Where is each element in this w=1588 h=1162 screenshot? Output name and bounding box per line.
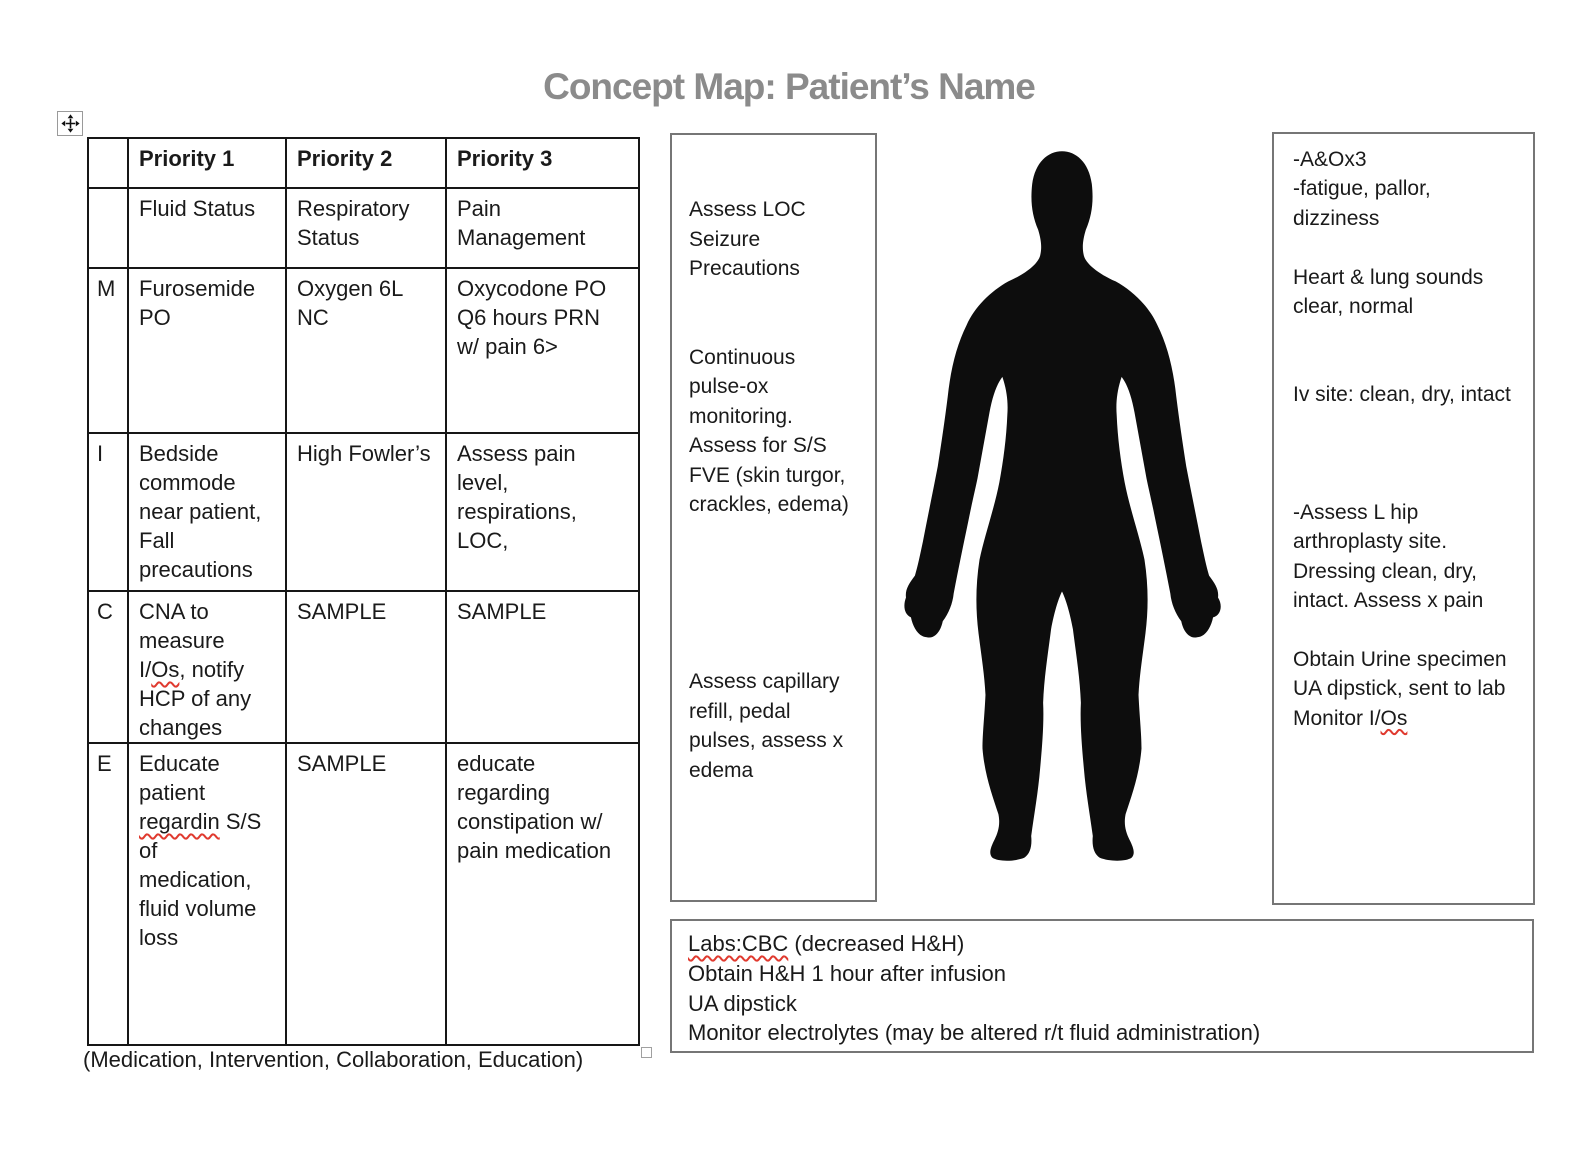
row-label-cell-m[interactable]: M	[87, 267, 129, 434]
cell-collaboration-p3[interactable]: SAMPLE	[445, 590, 640, 744]
header-cell-blank[interactable]	[87, 137, 129, 189]
cell-text: CNA to measure I/	[139, 599, 225, 682]
row-label-cell-c[interactable]: C	[87, 590, 129, 744]
assessment-textbox-left[interactable]: Assess LOC Seizure Precautions Continuou…	[670, 133, 877, 902]
human-body-silhouette[interactable]	[903, 148, 1221, 868]
header-cell-priority-1[interactable]: Priority 1	[127, 137, 287, 189]
cell-focus-p3[interactable]: Pain Management	[445, 187, 640, 269]
row-label-cell-e[interactable]: E	[87, 742, 129, 1046]
table-move-handle[interactable]	[57, 111, 83, 136]
assessment-left-text: Assess LOC Seizure Precautions Continuou…	[689, 198, 849, 782]
cell-text: , notify HCP of any changes	[139, 657, 252, 740]
cell-intervention-p2[interactable]: High Fowler’s	[285, 432, 447, 592]
misspelled-word: Labs:CBC	[688, 931, 789, 956]
labs-text: Labs:CBC (decreased H&H) Obtain H&H 1 ho…	[688, 929, 1522, 1048]
table-row-collaboration: C CNA to measure I/Os, notify HCP of any…	[87, 590, 640, 744]
row-label-cell[interactable]	[87, 187, 129, 269]
cell-collaboration-p2[interactable]: SAMPLE	[285, 590, 447, 744]
row-label-cell-i[interactable]: I	[87, 432, 129, 592]
table-row-education: E Educate patient regardin S/S of medica…	[87, 742, 640, 1046]
cell-text: Educate patient	[139, 751, 220, 805]
labs-textbox[interactable]: Labs:CBC (decreased H&H) Obtain H&H 1 ho…	[670, 919, 1534, 1053]
cell-intervention-p3[interactable]: Assess pain level, respirations, LOC,	[445, 432, 640, 592]
table-row-medication: M Furosemide PO Oxygen 6L NC Oxycodone P…	[87, 267, 640, 434]
cell-text: S/S of medication, fluid volume loss	[139, 809, 262, 950]
misspelled-word: Os	[151, 657, 180, 682]
cell-medication-p3[interactable]: Oxycodone PO Q6 hours PRN w/ pain 6>	[445, 267, 640, 434]
assessment-right-text-main: -A&Ox3 -fatigue, pallor, dizziness Heart…	[1293, 148, 1511, 730]
cell-education-p2[interactable]: SAMPLE	[285, 742, 447, 1046]
cell-focus-p1[interactable]: Fluid Status	[127, 187, 287, 269]
assessment-right-text: -A&Ox3 -fatigue, pallor, dizziness Heart…	[1293, 145, 1528, 733]
cell-education-p3[interactable]: educate regarding constipation w/ pain m…	[445, 742, 640, 1046]
labs-text-rest: (decreased H&H) Obtain H&H 1 hour after …	[688, 931, 1261, 1046]
cell-intervention-p1[interactable]: Bedside commode near patient, Fall preca…	[127, 432, 287, 592]
header-cell-priority-3[interactable]: Priority 3	[445, 137, 640, 189]
table-header-row: Priority 1 Priority 2 Priority 3	[87, 137, 640, 189]
cell-medication-p1[interactable]: Furosemide PO	[127, 267, 287, 434]
table-row-focus: Fluid Status Respiratory Status Pain Man…	[87, 187, 640, 269]
cell-medication-p2[interactable]: Oxygen 6L NC	[285, 267, 447, 434]
priority-table[interactable]: Priority 1 Priority 2 Priority 3 Fluid S…	[87, 137, 640, 1046]
misspelled-word: regardin	[139, 809, 220, 834]
header-cell-priority-2[interactable]: Priority 2	[285, 137, 447, 189]
move-icon	[60, 114, 80, 133]
cell-focus-p2[interactable]: Respiratory Status	[285, 187, 447, 269]
misspelled-word: Os	[1380, 706, 1408, 730]
assessment-textbox-right[interactable]: -A&Ox3 -fatigue, pallor, dizziness Heart…	[1272, 132, 1535, 905]
table-row-intervention: I Bedside commode near patient, Fall pre…	[87, 432, 640, 592]
cell-collaboration-p1[interactable]: CNA to measure I/Os, notify HCP of any c…	[127, 590, 287, 744]
table-resize-handle[interactable]	[641, 1047, 652, 1058]
page-title[interactable]: Concept Map: Patient’s Name	[543, 66, 1036, 107]
cell-education-p1[interactable]: Educate patient regardin S/S of medicati…	[127, 742, 287, 1046]
table-caption[interactable]: (Medication, Intervention, Collaboration…	[83, 1047, 584, 1072]
